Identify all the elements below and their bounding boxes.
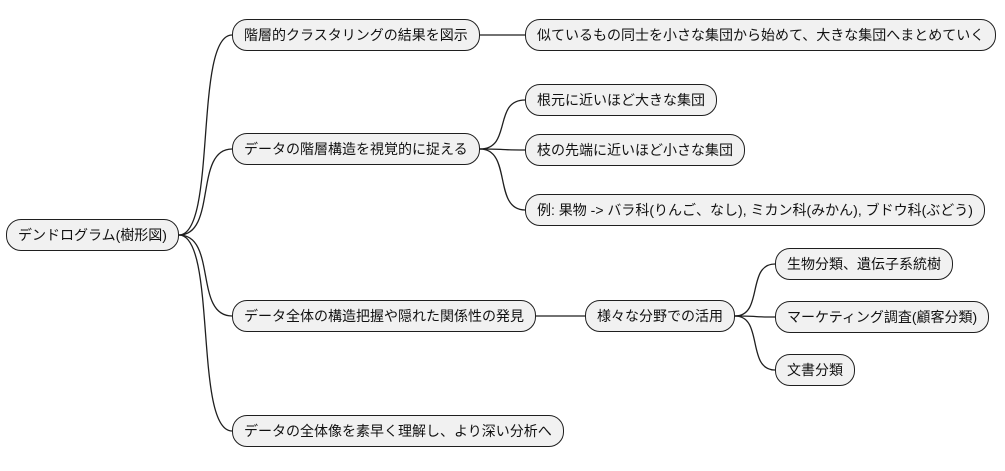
edge (178, 234, 233, 432)
node-leaf-near-root-large: 根元に近いほど大きな集団 (525, 84, 717, 116)
edge (479, 99, 526, 150)
node-branch-structure-discovery: データ全体の構造把握や隠れた関係性の発見 (232, 300, 536, 332)
node-leaf-document-classification: 文書分類 (775, 354, 855, 386)
edge (479, 148, 526, 151)
edge (178, 148, 233, 236)
node-leaf-biology-phylogenetics: 生物分類、遺伝子系統樹 (775, 248, 953, 280)
node-leaf-small-to-large-groups: 似ているもの同士を小さな集団から始めて、大きな集団へまとめていく (525, 19, 997, 51)
node-mid-various-fields: 様々な分野での活用 (585, 300, 735, 332)
node-leaf-near-tip-small: 枝の先端に近いほど小さな集団 (525, 134, 745, 166)
node-leaf-marketing-research: マーケティング調査(顧客分類) (775, 301, 990, 333)
edge (734, 315, 776, 371)
node-branch-hierarchy-visual: データの階層構造を視覚的に捉える (232, 133, 480, 165)
edge (734, 315, 776, 318)
edge (479, 148, 526, 211)
edge (734, 263, 776, 317)
edge (178, 34, 233, 236)
edge (178, 234, 233, 317)
node-branch-quick-overview: データの全体像を素早く理解し、より深い分析へ (232, 415, 564, 447)
node-root: デンドログラム(樹形図) (6, 219, 179, 251)
node-leaf-fruit-example: 例: 果物 -> バラ科(りんご、なし), ミカン科(みかん), ブドウ科(ぶど… (525, 194, 985, 226)
node-branch-cluster-result: 階層的クラスタリングの結果を図示 (232, 19, 480, 51)
